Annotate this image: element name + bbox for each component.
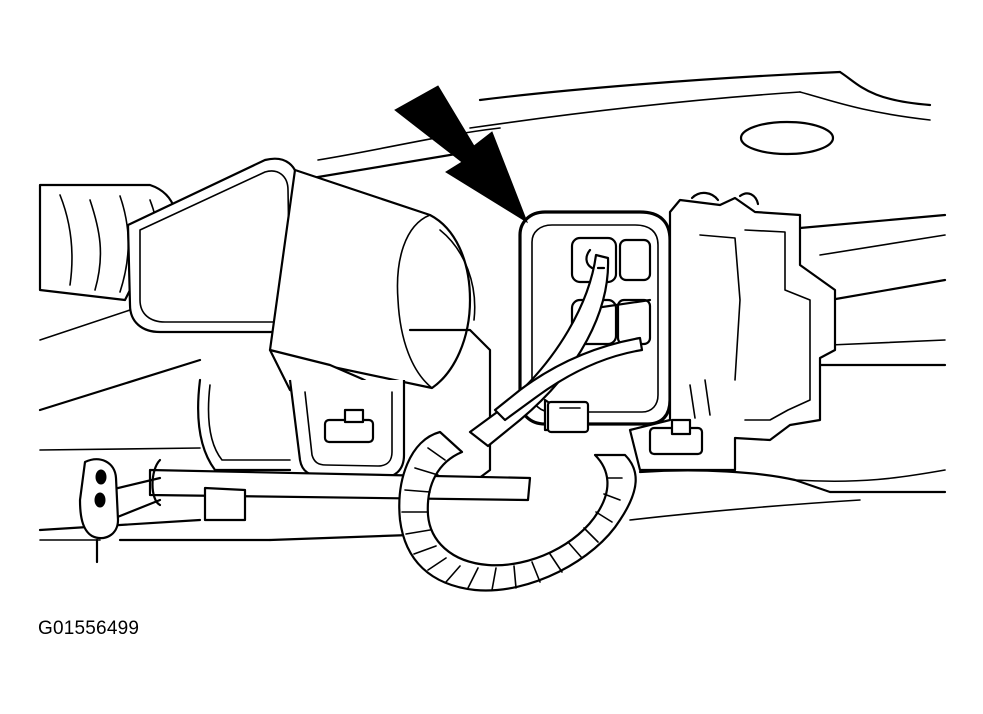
mount-bracket [197,328,492,487]
component-housing [126,157,302,334]
pointer-arrow-icon [394,85,529,224]
mating-connector [628,191,837,472]
harness-clip [78,458,120,564]
figure-id-label: G01556499 [38,618,140,639]
cylindrical-body [268,168,476,412]
wires-into-connector [468,253,644,448]
corrugated-wire-loom [398,430,637,592]
body-access-hole [739,120,835,156]
vehicle-body-lines [38,70,947,542]
